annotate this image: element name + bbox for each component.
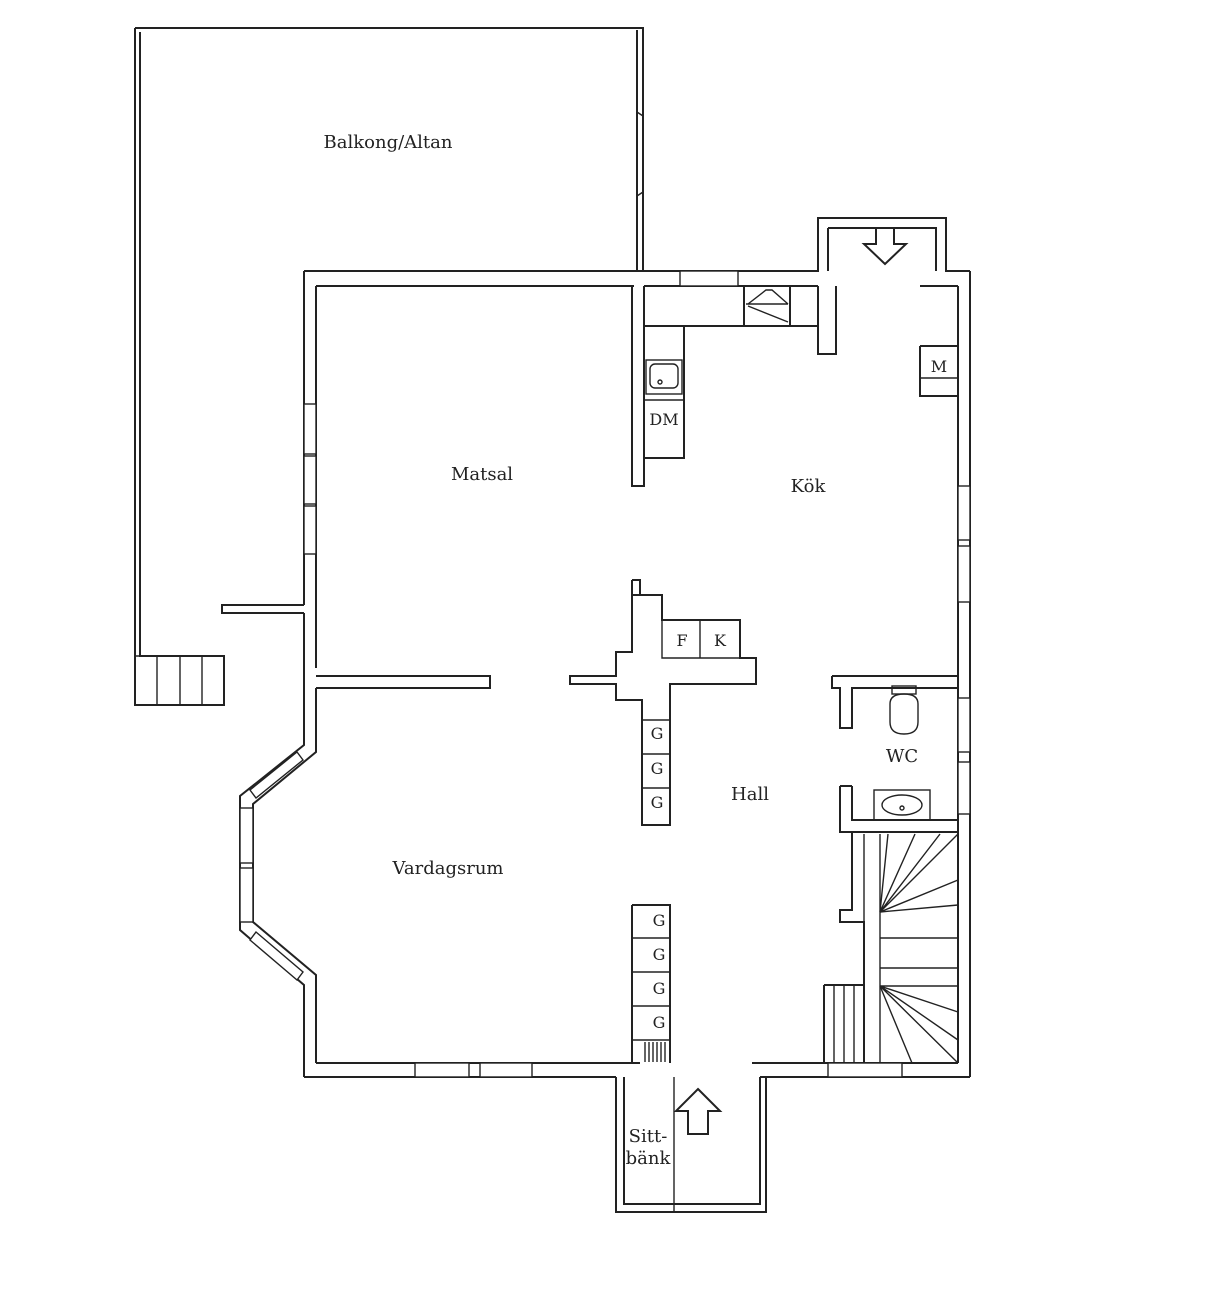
kitchen-sink-icon bbox=[645, 359, 683, 395]
staircase bbox=[833, 833, 959, 1064]
appliance-label-g: G bbox=[653, 945, 666, 964]
appliance-label-m: M bbox=[931, 357, 947, 376]
room-label-wc: WC bbox=[886, 746, 918, 767]
windows bbox=[239, 270, 971, 1078]
sink-icon bbox=[873, 789, 931, 821]
appliance-label-g: G bbox=[651, 793, 664, 812]
appliance-label-f: F bbox=[676, 631, 687, 650]
bench-label-line2: bänk bbox=[626, 1148, 672, 1169]
appliance-label-g: G bbox=[653, 911, 666, 930]
appliance-label-dm: DM bbox=[649, 410, 678, 429]
entrance-arrow-icon bbox=[673, 1087, 723, 1135]
appliance-label-g: G bbox=[651, 759, 664, 778]
appliance-label-g: G bbox=[651, 724, 664, 743]
appliance-label-k: K bbox=[714, 631, 727, 650]
room-label-hall: Hall bbox=[731, 784, 769, 805]
appliance-label-g: G bbox=[653, 979, 666, 998]
room-label-matsal: Matsal bbox=[451, 464, 513, 485]
room-label-kok: Kök bbox=[791, 476, 827, 497]
room-label-vardagsrum: Vardagsrum bbox=[392, 858, 504, 879]
chimney-arrow-icon bbox=[861, 227, 909, 266]
appliance-label-g: G bbox=[653, 1013, 666, 1032]
balcony-outline bbox=[134, 27, 644, 706]
entrance-area bbox=[615, 1077, 767, 1213]
room-label-balkong: Balkong/Altan bbox=[324, 132, 453, 153]
interior-walls bbox=[316, 286, 958, 1063]
bench-label-line1: Sitt- bbox=[629, 1126, 668, 1147]
exterior-walls bbox=[221, 217, 971, 1078]
toilet-icon bbox=[889, 685, 919, 735]
